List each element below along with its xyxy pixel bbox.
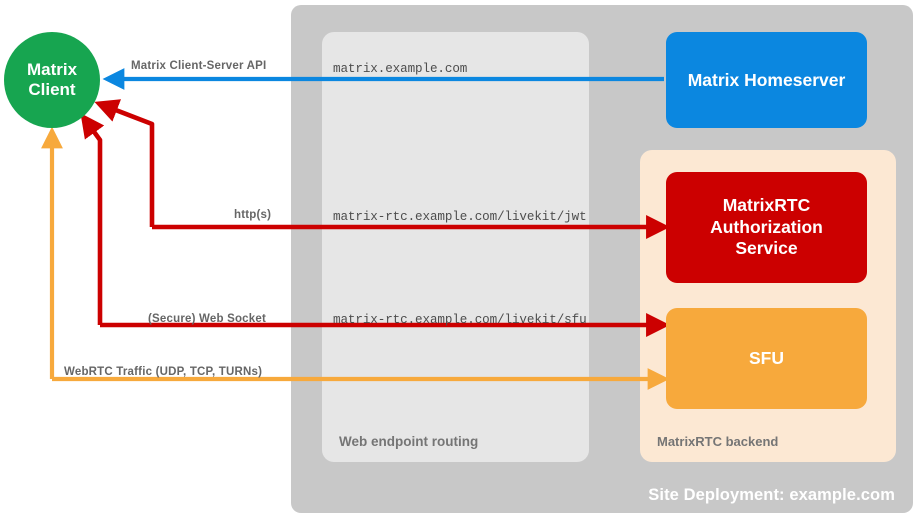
web-endpoint-routing-label: Web endpoint routing	[339, 434, 479, 449]
site-deployment-label: Site Deployment: example.com	[648, 486, 895, 504]
web-endpoint-routing-container: Web endpoint routing	[322, 32, 589, 462]
matrixrtc-backend-label: MatrixRTC backend	[657, 434, 779, 449]
node-auth-service-line2: Authorization	[710, 216, 823, 237]
edge-label-client-server-api: Matrix Client-Server API	[131, 60, 267, 72]
node-matrix-client[interactable]: Matrix Client	[4, 32, 100, 128]
edge-label-websocket: (Secure) Web Socket	[148, 313, 266, 325]
node-sfu-label: SFU	[749, 348, 784, 368]
node-matrix-homeserver[interactable]: Matrix Homeserver	[666, 32, 867, 128]
node-sfu[interactable]: SFU	[666, 308, 867, 409]
node-auth-service-line3: Service	[735, 238, 798, 259]
endpoint-url-livekit-jwt: matrix-rtc.example.com/livekit/jwt	[333, 210, 587, 224]
edge-label-https: http(s)	[234, 209, 272, 221]
edge-label-webrtc: WebRTC Traffic (UDP, TCP, TURNs)	[64, 366, 263, 378]
node-matrix-homeserver-label: Matrix Homeserver	[687, 69, 846, 90]
node-matrixrtc-authorization-service[interactable]: MatrixRTC Authorization Service	[666, 172, 867, 283]
endpoint-url-livekit-sfu: matrix-rtc.example.com/livekit/sfu	[333, 313, 587, 327]
node-matrix-client-line1: Matrix	[26, 59, 78, 79]
endpoint-url-matrix: matrix.example.com	[333, 62, 468, 76]
node-matrix-client-line2: Client	[28, 80, 76, 99]
node-auth-service-line1: MatrixRTC	[722, 195, 811, 216]
